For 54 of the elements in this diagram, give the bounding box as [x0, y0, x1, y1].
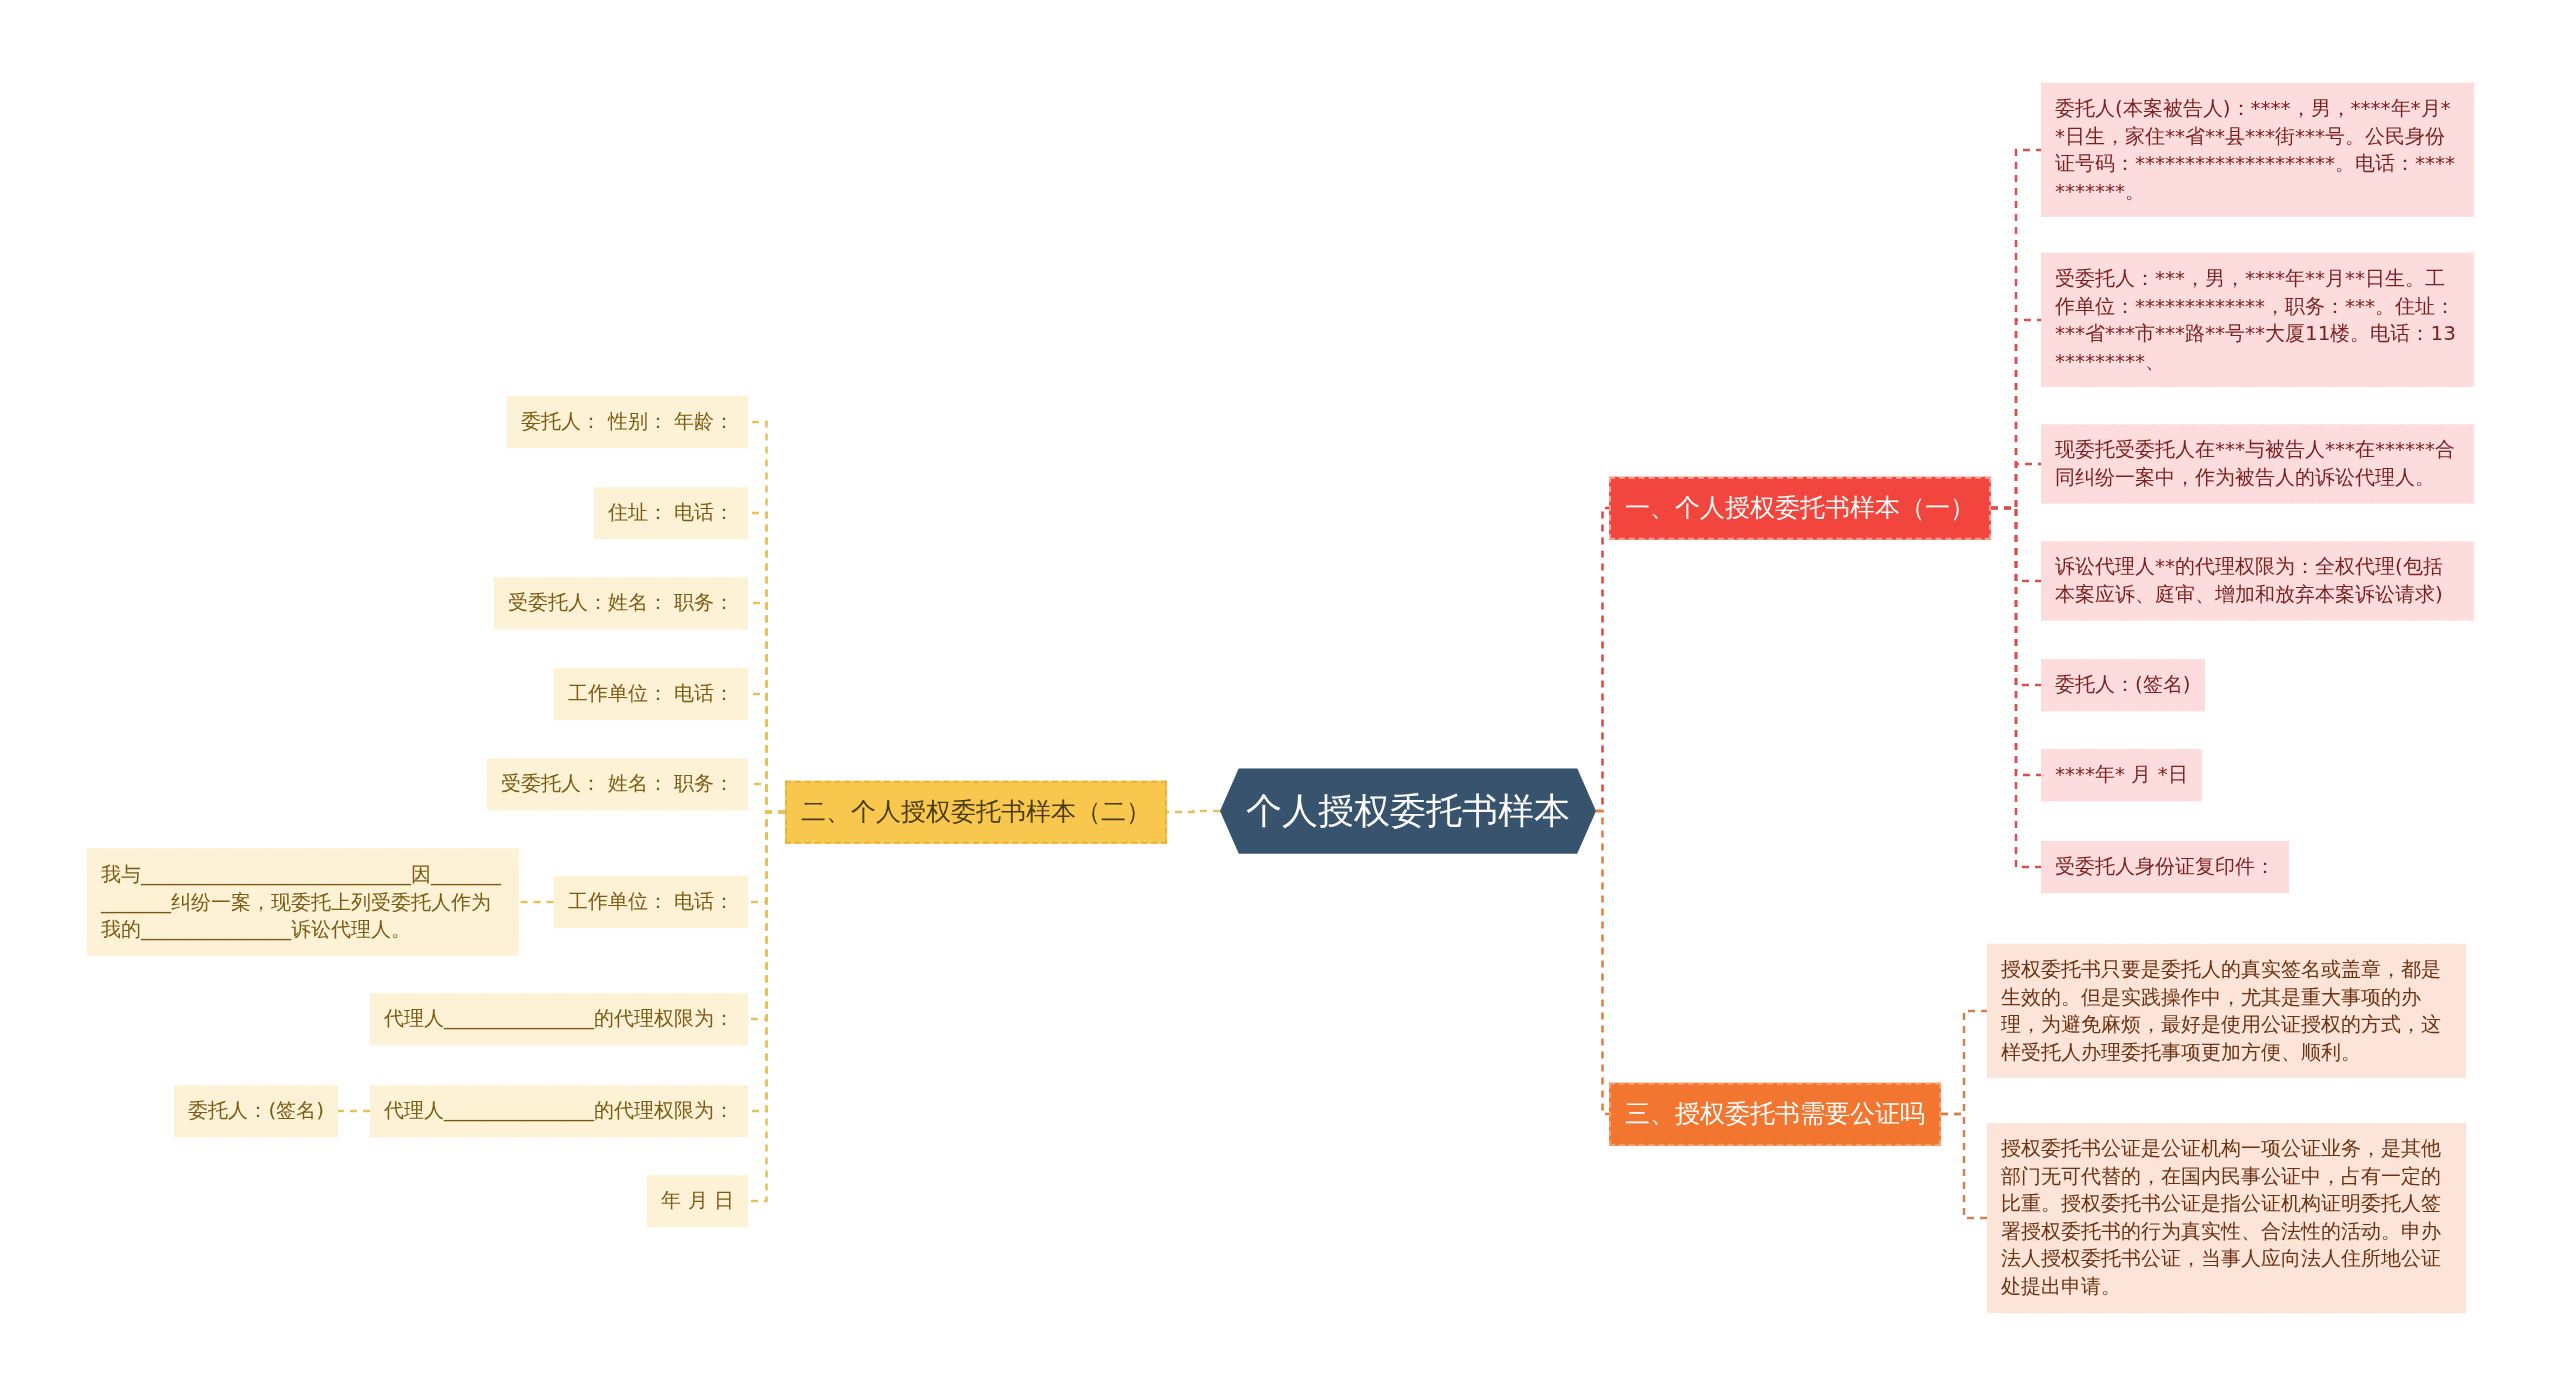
topic-text: 受委托人： 姓名： 职务： — [501, 770, 734, 798]
topic-text: 二、个人授权委托书样本（二） — [801, 795, 1151, 828]
topic-text: 个人授权委托书样本 — [1246, 789, 1570, 834]
subtopic-box — [1987, 943, 2466, 1079]
connector-line — [1941, 1112, 1987, 1220]
branch-topic — [1609, 476, 1991, 540]
topic-text: 代理人_______________的代理权限为： — [384, 1097, 734, 1125]
topic-text: 诉讼代理人**的代理权限为：全权代理(包括本案应诉、庭审、增加和放弃本案诉讼请求) — [2055, 553, 2444, 608]
topic-text: 委托人：(签名) — [188, 1097, 324, 1125]
subtopic-box — [593, 487, 748, 539]
connector-line — [338, 1109, 370, 1113]
connector-line — [1991, 506, 2041, 869]
topic-text: 三、授权委托书需要公证吗 — [1625, 1097, 1925, 1130]
topic-text: 委托人：(签名) — [2055, 671, 2191, 699]
topic-text: 授权委托书只要是委托人的真实签名或盖章，都是生效的。但是实践操作中，尤其是重大事项的办理，为避免麻烦，最好是使用公证授权的方式，这样受托人办理委托事项更加方便、顺利。 — [2001, 955, 2442, 1066]
subtopic-box — [507, 396, 748, 448]
connector-line — [519, 900, 554, 904]
subtopic-box — [87, 848, 519, 956]
topic-text: 我与___________________________因______________纠纷一案，现委托上列受委托人作为我的_______________诉讼代理人。 — [101, 860, 503, 943]
topic-text: 授权委托书公证是公证机构一项公证业务，是其他部门无可代替的，在国内民事公证中，占有一定的比重。授权委托书公证是指公证机构证明委托人签署授权委托书的行为真实性、合法性的活动。申办法人授权委托书公证，当事人应向法人住所地公证处提出申请。 — [2001, 1135, 2442, 1301]
central-topic — [1220, 768, 1596, 854]
topic-text: 工作单位： 电话： — [567, 888, 734, 916]
topic-text: 一、个人授权委托书样本（一） — [1625, 491, 1975, 524]
subtopic-box — [487, 758, 748, 810]
subtopic-box — [647, 1175, 748, 1227]
topic-text: 受委托人：***，男，****年**月**日生。工作单位：*************，职务：***。住址：***省***市***路**号**大厦11楼。电话：13*********、 — [2055, 264, 2457, 375]
connector-line — [748, 810, 785, 1203]
topic-text: 受委托人身份证复印件： — [2055, 853, 2275, 881]
topic-text: ****年* 月 *日 — [2055, 761, 2188, 789]
topic-text: 代理人_______________的代理权限为： — [384, 1005, 734, 1033]
subtopic-box — [2041, 749, 2202, 801]
subtopic-box — [1987, 1123, 2466, 1313]
subtopic-box — [2041, 82, 2474, 218]
branch-topic — [785, 780, 1167, 844]
topic-text: 年 月 日 — [661, 1187, 734, 1215]
topic-text: 委托人： 性别： 年龄： — [521, 408, 734, 436]
subtopic-box — [553, 668, 748, 720]
subtopic-box — [2041, 252, 2474, 388]
subtopic-box — [553, 876, 748, 928]
subtopic-box — [370, 993, 748, 1045]
topic-text: 委托人(本案被告人)：****，男，****年*月**日生，家住**省**县***街***号。公民身份证号码：********************。电话：***********。 — [2055, 94, 2456, 205]
connector-line — [1596, 809, 1609, 1116]
subtopic-box — [2041, 841, 2289, 893]
subtopic-box — [2041, 541, 2474, 621]
subtopic-box — [2041, 424, 2474, 504]
subtopic-box — [493, 577, 748, 629]
topic-text: 现委托受委托人在***与被告人***在******合同纠纷一案中，作为被告人的诉讼代理人。 — [2055, 436, 2456, 491]
subtopic-box — [2041, 659, 2205, 711]
branch-topic — [1609, 1082, 1941, 1146]
subtopic-box — [174, 1085, 338, 1137]
topic-text: 工作单位： 电话： — [567, 680, 734, 708]
topic-text: 住址： 电话： — [607, 499, 734, 527]
topic-text: 受委托人：姓名： 职务： — [507, 589, 734, 617]
subtopic-box — [370, 1085, 748, 1137]
